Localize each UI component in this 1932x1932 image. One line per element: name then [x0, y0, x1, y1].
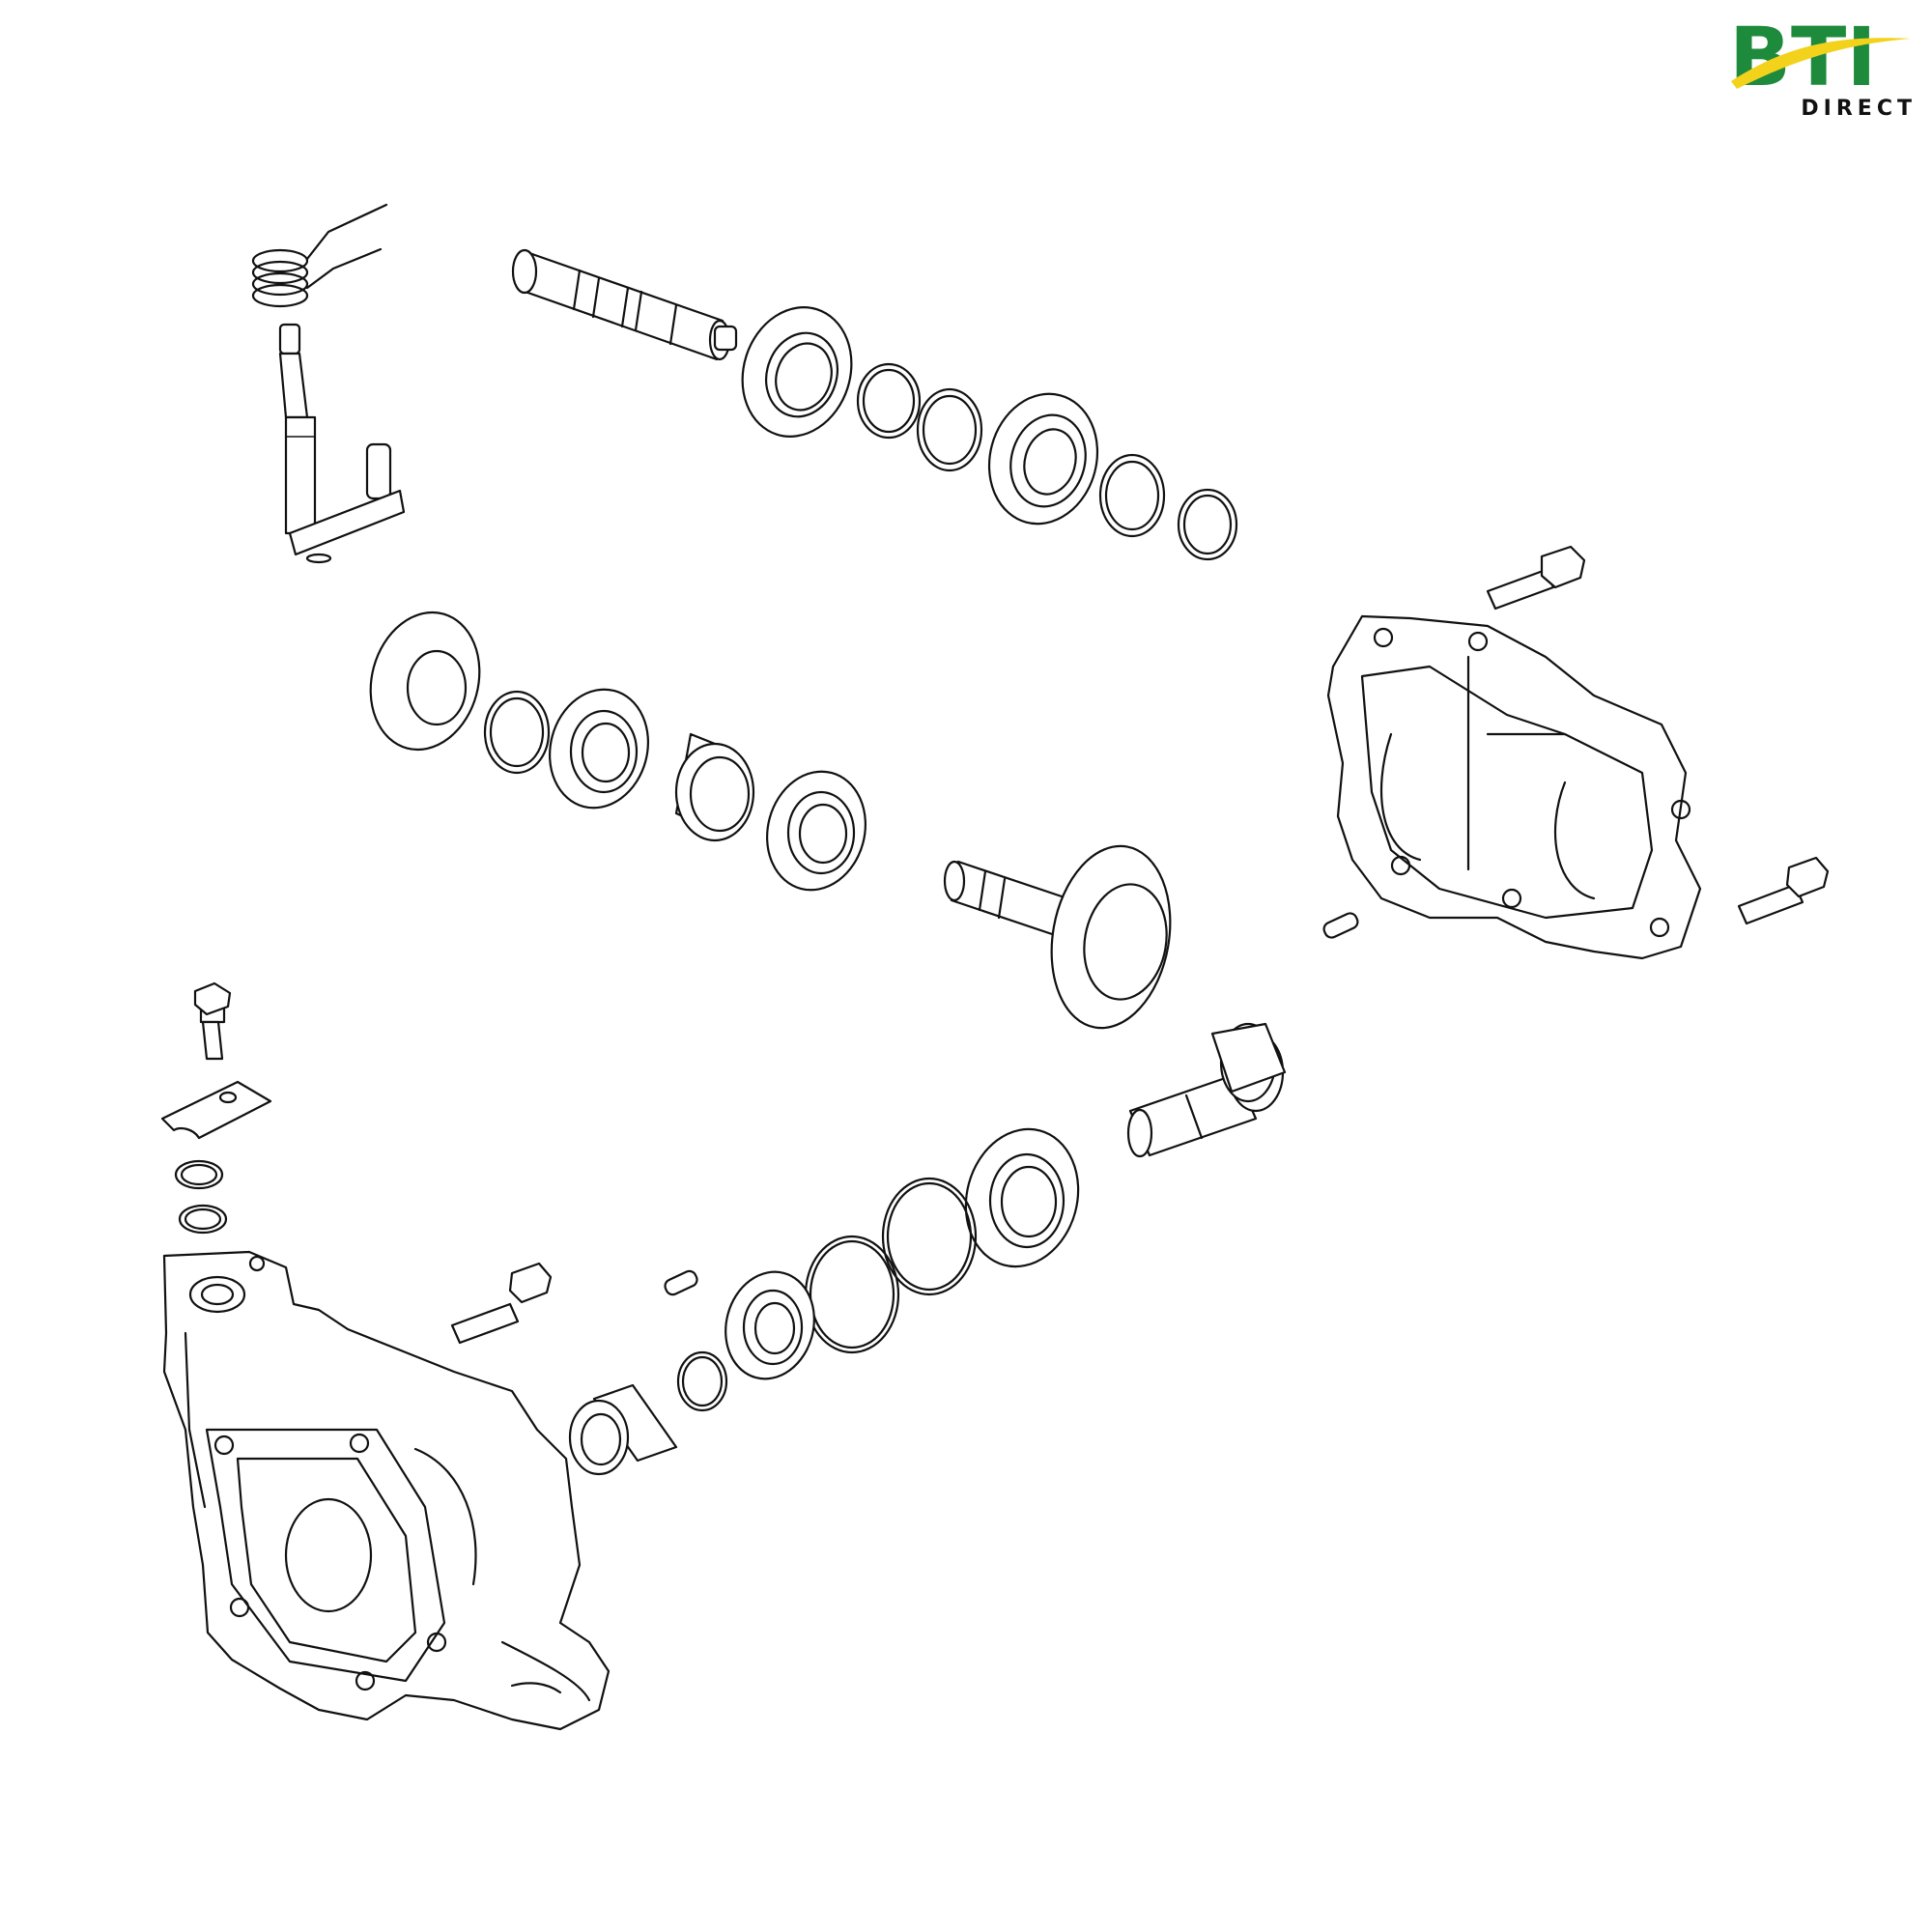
bolt-upper-right: [1486, 545, 1586, 611]
input-shaft: [511, 248, 738, 361]
dowel-pin-right: [1322, 912, 1359, 939]
shim-ring-upper-2: [1098, 453, 1166, 538]
right-housing-cover: [1326, 614, 1702, 960]
ball-bearing-upper: [987, 392, 1099, 526]
spacer-sleeve-lower: [568, 1383, 678, 1476]
washer-left-2: [178, 1204, 228, 1235]
shim-ring-upper: [916, 387, 983, 472]
o-ring-lower-1: [881, 1177, 978, 1296]
snap-ring-middle: [483, 690, 551, 775]
ball-bearing-lower-1: [964, 1127, 1080, 1268]
bti-direct-logo: BTI DIRECT: [1727, 17, 1920, 124]
bolt-left-top: [193, 981, 232, 1061]
shift-shaft-with-plate: [278, 323, 406, 564]
bolt-right: [1737, 856, 1830, 925]
ball-bearing-middle-2: [766, 770, 867, 892]
oil-seal-middle: [369, 611, 481, 752]
torsion-spring: [251, 203, 388, 308]
washer-left-1: [174, 1159, 224, 1190]
upper-shaft-parts: [741, 306, 1238, 561]
ball-bearing-middle-1: [549, 688, 649, 810]
pinion-shaft: [1126, 1022, 1287, 1158]
lower-shaft-parts: [568, 1127, 1080, 1476]
middle-shaft-parts: [369, 611, 867, 892]
oil-seal-upper: [741, 306, 853, 438]
retainer-plate: [160, 1080, 272, 1140]
bevel-gear-shaft: [943, 844, 1172, 1030]
dowel-pin-lower: [664, 1269, 698, 1296]
logo-subtext: DIRECT: [1801, 97, 1917, 121]
ball-bearing-lower-2: [724, 1270, 815, 1380]
bolt-lower-center: [450, 1262, 553, 1345]
snap-ring-lower: [676, 1350, 728, 1412]
bti-logo-mark: BTI: [1729, 17, 1911, 95]
snap-ring-upper-2: [1177, 488, 1238, 561]
snap-ring-upper-1: [856, 362, 922, 440]
left-main-housing: [162, 1250, 611, 1731]
spacer-sleeve-middle: [674, 732, 755, 842]
o-ring-lower-2: [804, 1235, 900, 1354]
logo-swoosh: [1731, 38, 1911, 89]
